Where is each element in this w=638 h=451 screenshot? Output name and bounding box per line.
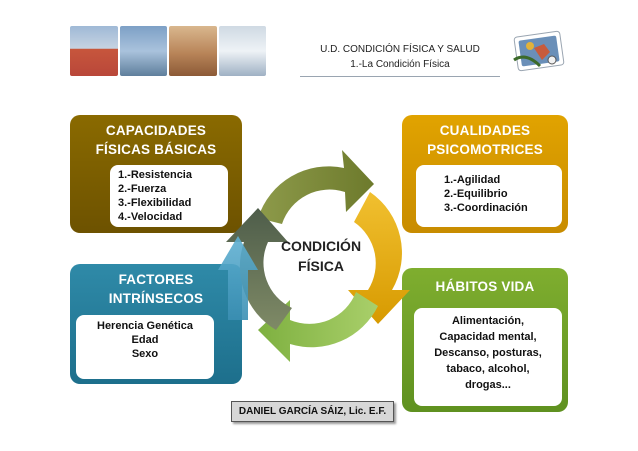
drinking-photo [218, 26, 266, 76]
list-item: Herencia Genética [97, 320, 193, 332]
header-subtitle: 1.-La Condición Física [350, 59, 450, 70]
list-item: 4.-Velocidad [118, 211, 183, 223]
list-item: 3.-Flexibilidad [118, 197, 192, 209]
list-item: Edad [131, 334, 159, 346]
arrow-blue [218, 236, 258, 320]
header-unit-title: U.D. CONDICIÓN FÍSICA Y SALUD [320, 44, 480, 55]
box-content: Alimentación, Capacidad mental, Descanso… [414, 308, 562, 406]
cycle-arrows-diagram-icon [218, 150, 410, 362]
header-divider [300, 76, 500, 77]
center-title: CONDICIÓN FÍSICA [280, 238, 362, 274]
sport-photos-strip [70, 26, 266, 76]
slide-header: U.D. CONDICIÓN FÍSICA Y SALUD 1.-La Cond… [300, 42, 500, 72]
runner-photo [169, 26, 217, 76]
list-item: Alimentación, [451, 315, 525, 327]
box-habitos-vida: HÁBITOS VIDA Alimentación, Capacidad men… [402, 268, 568, 412]
arrow-top [258, 150, 374, 224]
list-item: Sexo [131, 348, 159, 360]
box-title: CUALIDADES PSICOMOTRICES [427, 123, 543, 157]
arrow-left [226, 208, 292, 330]
box-cualidades-psicomotrices: CUALIDADES PSICOMOTRICES 1.-Agilidad 2.-… [402, 115, 568, 233]
box-content: 1.-Resistencia 2.-Fuerza 3.-Flexibilidad… [110, 165, 228, 227]
box-title: CAPACIDADES FÍSICAS BÁSICAS [95, 123, 217, 157]
list-item: 2.-Equilibrio [444, 188, 508, 200]
list-item: 2.-Fuerza [118, 183, 167, 195]
box-content: 1.-Agilidad 2.-Equilibrio 3.-Coordinació… [416, 165, 562, 227]
athletics-photo [70, 26, 118, 76]
sport-collage-logo-icon [513, 30, 565, 72]
list-item: 1.-Agilidad [444, 174, 501, 186]
list-item: tabaco, alcohol, [446, 363, 530, 375]
list-item: drogas... [465, 379, 511, 391]
box-capacidades-fisicas: CAPACIDADES FÍSICAS BÁSICAS 1.-Resistenc… [70, 115, 242, 233]
list-item: Capacidad mental, [439, 331, 537, 343]
box-title: HÁBITOS VIDA [435, 279, 535, 294]
box-content: Herencia Genética Edad Sexo [76, 315, 214, 379]
cycling-photo [119, 26, 167, 76]
arrow-right [348, 192, 410, 324]
box-title: FACTORES INTRÍNSECOS [108, 272, 204, 306]
list-item: Descanso, posturas, [434, 347, 542, 359]
author-label: DANIEL GARCÍA SÁIZ, Lic. E.F. [231, 401, 394, 422]
list-item: 1.-Resistencia [118, 169, 192, 181]
box-factores-intrinsecos: FACTORES INTRÍNSECOS Herencia Genética E… [70, 264, 242, 384]
list-item: 3.-Coordinación [444, 202, 528, 214]
